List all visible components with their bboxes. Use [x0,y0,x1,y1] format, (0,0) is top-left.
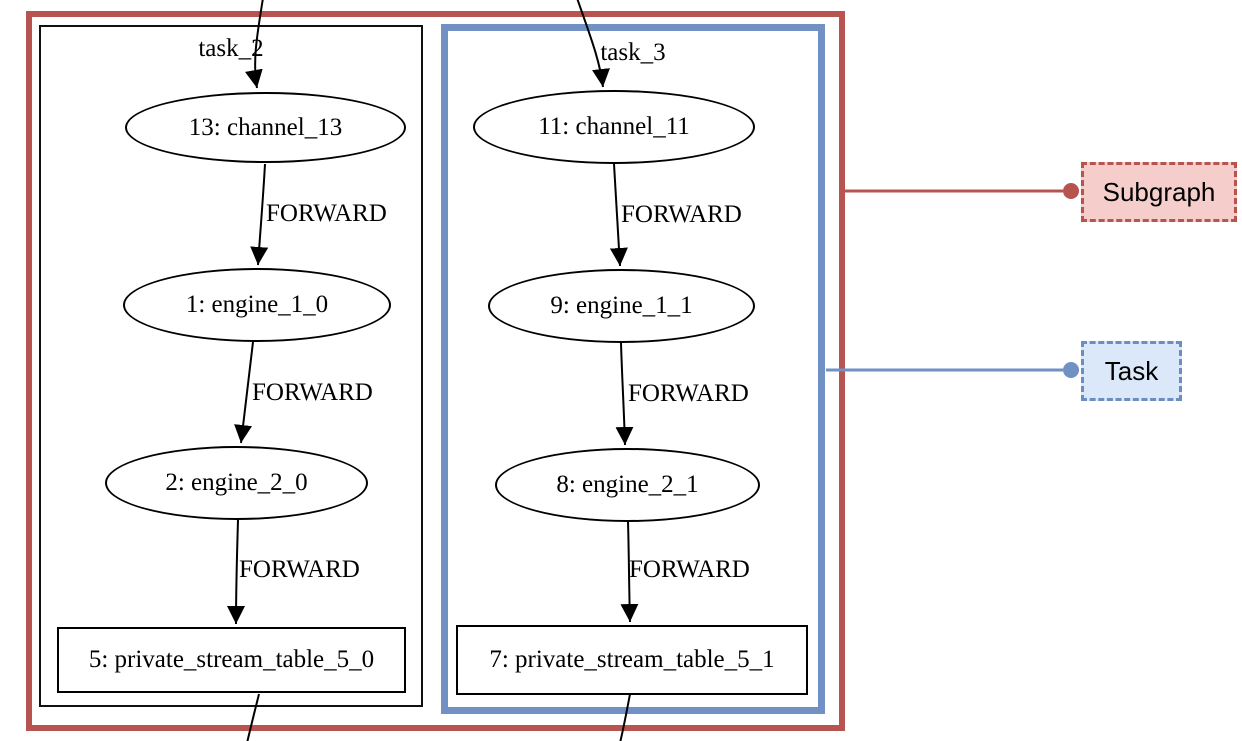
edge-engine21-table51 [620,521,639,623]
edge-channel13-engine10 [250,163,269,266]
cluster-task-3-label: task_3 [600,39,666,66]
cluster-task-2: task_2 [39,25,423,707]
edge-channel11-engine11 [609,163,628,267]
edge-engine10-engine20 [234,341,254,444]
edge-outgoing-task-3 [619,693,631,741]
edge-incoming-task-2 [244,0,264,89]
edge-engine20-table50 [227,519,246,625]
edge-outgoing-task-2 [246,693,260,741]
legend-task-connector-dot [1063,362,1079,378]
legend-subgraph-connector-dot [1063,183,1079,199]
edge-incoming-task-3 [576,0,610,88]
cluster-task-3: task_3 [441,24,825,714]
cluster-task-2-label: task_2 [198,35,264,62]
edge-engine11-engine21 [615,342,634,446]
